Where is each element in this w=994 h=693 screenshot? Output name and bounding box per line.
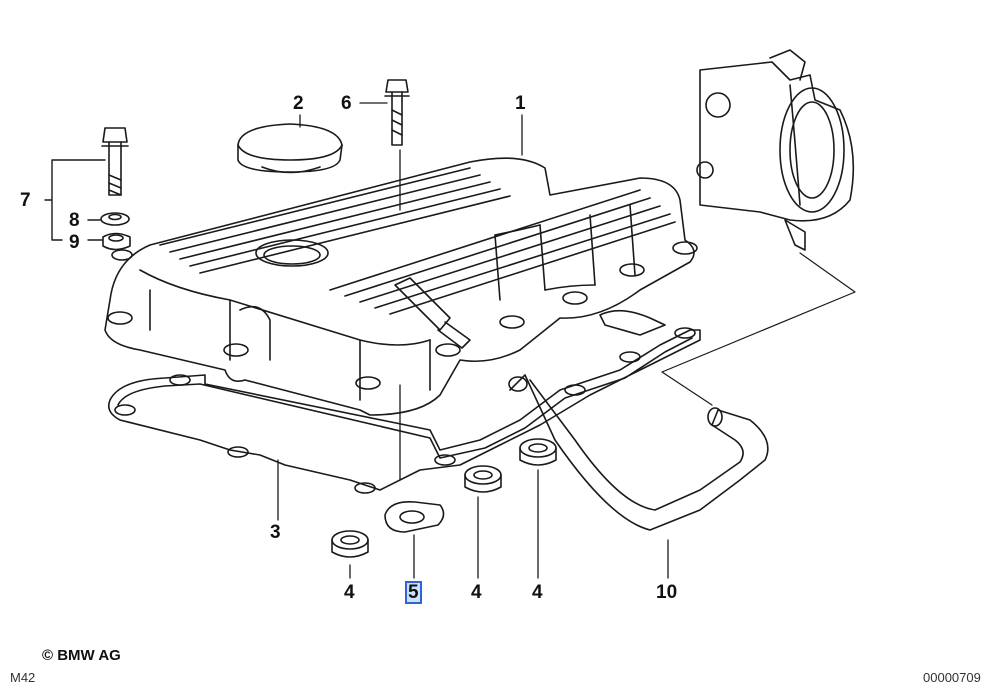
leader-lines	[277, 102, 669, 579]
valve-cover	[104, 157, 698, 416]
washer-9	[102, 232, 131, 251]
throttle-body-part	[696, 49, 855, 251]
copyright-label: © BMW AG	[42, 647, 121, 664]
seal-ring-4-right	[519, 438, 557, 466]
callout-9[interactable]: 9	[69, 232, 80, 253]
callout-8[interactable]: 8	[69, 210, 80, 231]
callout-6[interactable]: 6	[341, 93, 352, 114]
seal-ring-4-left	[331, 530, 369, 558]
callout-5[interactable]: 5	[405, 581, 422, 604]
callout-7[interactable]: 7	[20, 190, 31, 211]
callout-3[interactable]: 3	[270, 522, 281, 543]
callout-1[interactable]: 1	[515, 93, 526, 114]
bolt-7	[101, 127, 129, 196]
callout-2[interactable]: 2	[293, 93, 304, 114]
washer-8	[100, 212, 130, 226]
diagram-id: 00000709	[923, 670, 981, 685]
bracket-7-8-9	[44, 159, 106, 241]
callout-4-middle[interactable]: 4	[471, 582, 482, 603]
oil-filler-cap	[237, 123, 343, 174]
gasket	[107, 309, 701, 494]
callout-4-right[interactable]: 4	[532, 582, 543, 603]
model-label: M42	[10, 670, 36, 685]
callout-4-left[interactable]: 4	[344, 582, 355, 603]
seal-ring-4-middle	[464, 465, 502, 493]
breather-hose	[508, 374, 769, 531]
bolt-6	[384, 79, 410, 146]
spark-plug-gasket-5	[384, 500, 445, 533]
hose-connection-line	[661, 252, 856, 406]
callout-10[interactable]: 10	[656, 582, 678, 603]
